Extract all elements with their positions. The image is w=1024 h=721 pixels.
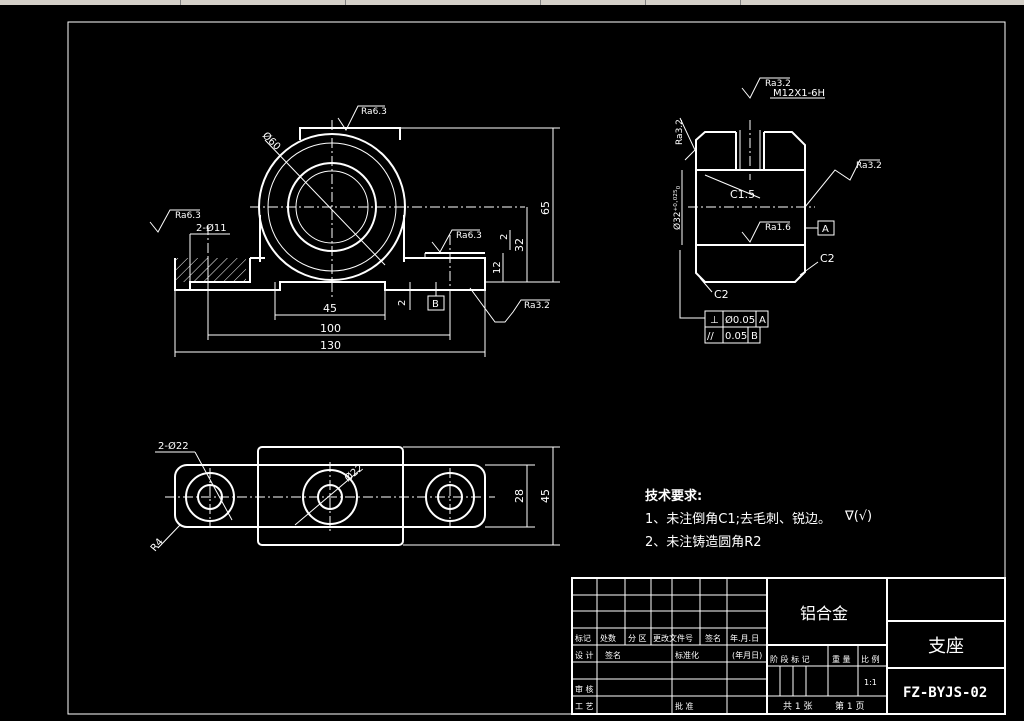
radius-leader xyxy=(157,524,181,549)
tol1-ref: A xyxy=(759,315,766,326)
title-strip-divider xyxy=(345,0,346,5)
chamfer-c15: C1.5 xyxy=(730,188,755,201)
chamfer-c2-right: C2 xyxy=(820,252,835,265)
hole-note: 2-Ø11 xyxy=(196,222,227,234)
title-strip-divider xyxy=(180,0,181,5)
top-view: 2-Ø22 Ø22 R4 28 45 xyxy=(149,440,560,554)
roughness-bore-label: Ra1.6 xyxy=(765,223,791,233)
label-scale: 比 例 xyxy=(861,654,880,664)
dia-leader xyxy=(294,469,361,526)
roughness-symbol xyxy=(741,77,790,99)
label-design: 设 计 xyxy=(575,650,594,660)
tech-req-title: 技术要求: xyxy=(645,488,702,504)
section-bottom-hatch xyxy=(695,244,806,283)
tolerance-frame-2 xyxy=(704,326,761,344)
roughness-symbol xyxy=(431,229,480,253)
tolerance-leader xyxy=(679,250,705,319)
label-process: 工 艺 xyxy=(575,702,594,711)
hole-note-leader xyxy=(194,451,233,521)
bore-dimension: Ø32⁺⁰·⁰²⁵₀ xyxy=(672,185,683,230)
bore-diameter-label: Ø60 xyxy=(260,130,283,153)
sheet-number: 第 1 页 xyxy=(835,700,864,712)
thread-spec: M12X1-6H xyxy=(773,88,825,99)
roughness-top-label: Ra3.2 xyxy=(765,79,791,89)
tol2-value: 0.05 xyxy=(725,331,747,342)
roughness-mid-label: Ra6.3 xyxy=(456,231,482,241)
dia-leader xyxy=(264,139,386,266)
label-approve: 批 准 xyxy=(675,701,694,711)
label-review: 审 核 xyxy=(575,684,594,694)
boss-outline xyxy=(257,446,404,546)
roughness-leader xyxy=(804,159,880,208)
sheet-total: 共 1 张 xyxy=(783,701,812,712)
label-stage: 阶 段 标 记 xyxy=(770,654,810,664)
label-date: (年月日) xyxy=(732,650,762,660)
tol2-ref: B xyxy=(751,331,758,342)
roughness-symbol xyxy=(149,209,200,233)
roughness-left-label: Ra6.3 xyxy=(175,211,201,221)
technical-requirements: 技术要求: 1、未注倒角C1;去毛刺、锐边。 2、未注铸造圆角R2 ∇(√) xyxy=(645,488,872,550)
roughness-leader xyxy=(469,287,550,323)
cad-drawing[interactable]: Ø60 Ra6.3 Ra6.3 2-Ø11 Ra6.3 45 100 130 6… xyxy=(0,5,1024,721)
header-zone: 分 区 xyxy=(628,634,647,643)
base-left-hatch xyxy=(176,258,246,282)
drawing-number: FZ-BYJS-02 xyxy=(903,685,987,701)
datum-b-label: B xyxy=(432,299,439,310)
roughness-right-label: Ra3.2 xyxy=(856,161,882,171)
drawing-border xyxy=(67,21,1006,715)
front-view: Ø60 Ra6.3 Ra6.3 2-Ø11 Ra6.3 45 100 130 6… xyxy=(149,105,560,357)
dim-130: 130 xyxy=(320,339,341,352)
roughness-symbol xyxy=(679,117,696,161)
dim-2-lower: 2 xyxy=(397,300,408,306)
base-left xyxy=(174,258,251,291)
label-sign: 签名 xyxy=(605,650,621,660)
header-doc: 更改文件号 xyxy=(653,633,693,643)
label-weight: 重 量 xyxy=(832,654,851,664)
title-block: 铝合金 支座 FZ-BYJS-02 标记 处数 分 区 更改文件号 签名 年.月… xyxy=(571,577,1006,715)
tol2-symbol: // xyxy=(707,331,714,342)
title-strip-divider xyxy=(645,0,646,5)
roughness-top-label: Ra6.3 xyxy=(361,107,387,117)
roughness-general-symbol: ∇(√) xyxy=(844,509,872,524)
dim-12: 12 xyxy=(492,261,503,274)
hole-note: 2-Ø22 xyxy=(158,440,189,452)
header-count: 处数 xyxy=(600,633,616,643)
title-strip-divider xyxy=(540,0,541,5)
chamfer-leader xyxy=(699,277,713,293)
window-title-strip xyxy=(0,0,1024,5)
roughness-symbol xyxy=(337,105,385,131)
scale-value: 1:1 xyxy=(864,678,877,687)
header-sign: 签名 xyxy=(705,633,721,643)
dim-100: 100 xyxy=(320,322,341,335)
dim-45: 45 xyxy=(539,489,552,503)
chamfer-leader xyxy=(704,174,761,199)
dim-32: 32 xyxy=(513,238,526,252)
tol1-symbol: ⊥ xyxy=(710,315,719,326)
part-name: 支座 xyxy=(928,636,964,657)
dim-45: 45 xyxy=(323,302,337,315)
datum-a-label: A xyxy=(822,224,829,235)
dim-28: 28 xyxy=(513,489,526,503)
roughness-symbol xyxy=(741,221,790,243)
radius-r4: R4 xyxy=(149,537,166,554)
chamfer-leader xyxy=(799,261,819,276)
datum-a-box xyxy=(817,220,835,236)
material: 铝合金 xyxy=(800,604,848,623)
roughness-left-label: Ra3.2 xyxy=(675,119,685,145)
label-standard: 标准化 xyxy=(675,650,699,660)
header-mark: 标记 xyxy=(575,633,591,643)
tech-req-item-2: 2、未注铸造圆角R2 xyxy=(645,534,762,550)
section-view: Ra3.2 M12X1-6H Ra3.2 Ra3.2 C1.5 Ø32⁺⁰·⁰²… xyxy=(672,77,882,344)
title-block-frame xyxy=(571,577,1006,715)
boss-tab xyxy=(299,127,401,140)
datum-b-box xyxy=(427,295,445,311)
dim-2-upper: 2 xyxy=(499,234,510,240)
dim-65: 65 xyxy=(539,201,552,215)
roughness-bottom-label: Ra3.2 xyxy=(524,301,550,311)
chamfer-c2-left: C2 xyxy=(714,288,729,301)
tol1-value: Ø0.05 xyxy=(725,314,755,326)
title-strip-divider xyxy=(740,0,741,5)
header-date: 年.月.日 xyxy=(730,633,759,643)
tech-req-item-1: 1、未注倒角C1;去毛刺、锐边。 xyxy=(645,512,831,527)
